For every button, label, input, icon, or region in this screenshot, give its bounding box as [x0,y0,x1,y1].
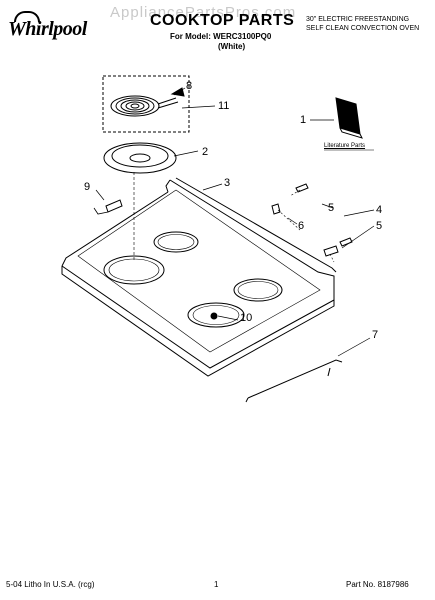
literature-book [335,97,363,139]
callout-11: 11 [218,100,230,112]
literature-parts-label: Literature Parts [324,143,366,149]
callout-1: 1 [300,114,307,126]
page-title: COOKTOP PARTS [150,12,295,29]
description-line-2: SELF CLEAN CONVECTION OVEN [306,25,420,32]
cooktop-panel [61,177,337,377]
leveling-bracket [323,245,339,263]
model-line: For Model: WERC3100PQ0 [170,32,272,41]
burner-opening-rear-left [153,231,199,253]
callout-3: 3 [224,177,231,189]
callout-4: 4 [376,204,383,216]
callout-2: 2 [202,146,209,158]
hole-plug [210,312,218,320]
part-number: Part No. 8187986 [346,580,409,589]
page-number: 1 [214,580,219,589]
drip-bowl [103,142,177,174]
clip [271,203,281,215]
callout-9: 9 [84,181,91,193]
brand-logo: Whirlpool [8,18,87,40]
terminal-block [93,199,123,215]
callout-10: 10 [240,312,253,324]
callout-7: 7 [372,329,379,341]
watermark: AppliancePartsPros.com [110,4,297,21]
surface-element [110,87,185,117]
rod [245,359,343,403]
whirlpool-logo-arc [14,11,40,22]
callout-5-upper: 5 [328,202,335,214]
callout-8: 8 [186,80,193,92]
screw-lower [339,237,353,247]
callout-5-lower: 5 [376,220,383,232]
burner-opening-front-right [187,302,245,328]
callout-6: 6 [298,220,305,232]
color-line: (White) [218,42,246,51]
burner-opening-rear-right [233,278,283,302]
element-assembly-box [102,75,190,133]
print-info: 5-04 Litho In U.S.A. (rcg) [6,580,95,589]
burner-opening-front-left [103,255,165,285]
screw-upper [289,183,309,197]
description-line-1: 30" ELECTRIC FREESTANDING [306,16,410,23]
